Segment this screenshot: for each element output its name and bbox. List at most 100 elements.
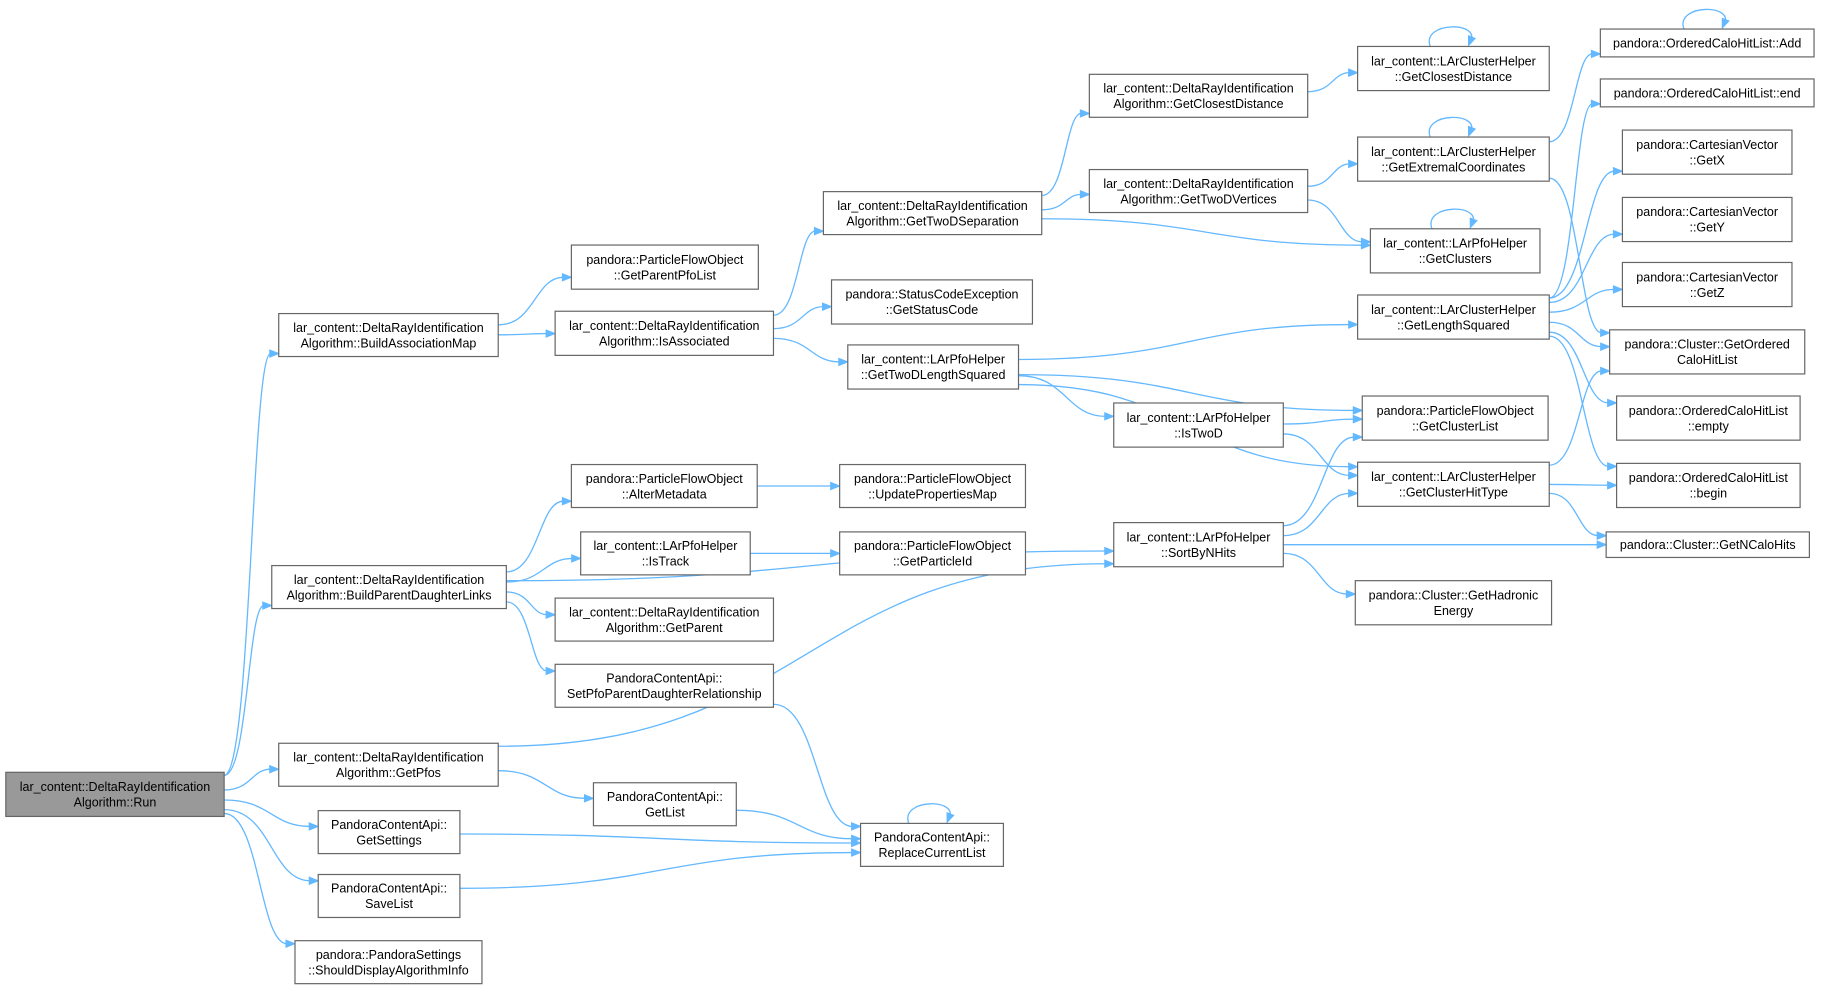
node-clusterNCalo[interactable]: pandora::Cluster::GetNCaloHits xyxy=(1605,531,1810,559)
node-pfoGetClusterList[interactable]: pandora::ParticleFlowObject::GetClusterL… xyxy=(1361,395,1549,441)
edge-buildAssoc-to-isAssociated xyxy=(498,329,557,338)
node-box xyxy=(554,597,775,642)
edge-chLenSq-to-cvGetY xyxy=(1549,229,1624,304)
node-label: pandora::OrderedCaloHitList::Add xyxy=(1613,36,1801,50)
node-chHitType[interactable]: lar_content::LArClusterHelper::GetCluste… xyxy=(1357,461,1550,507)
node-chLenSq[interactable]: lar_content::LArClusterHelper::GetLength… xyxy=(1357,294,1550,340)
node-box xyxy=(1609,329,1806,375)
node-label: PandoraContentApi:: xyxy=(331,882,447,896)
edge-run-to-saveList xyxy=(224,808,320,886)
node-label: pandora::Cluster::GetOrdered xyxy=(1625,338,1790,352)
node-box xyxy=(580,531,751,576)
node-label: pandora::CartesianVector xyxy=(1636,270,1778,284)
edge-getTwoDSep-to-algGetTwoDVert xyxy=(1041,190,1091,211)
node-label: ::GetLengthSquared xyxy=(1397,318,1510,332)
node-alterMetadata[interactable]: pandora::ParticleFlowObject::AlterMetada… xyxy=(570,463,758,509)
node-getPfos[interactable]: lar_content::DeltaRayIdentificationAlgor… xyxy=(278,742,499,787)
node-label: lar_content::DeltaRayIdentification xyxy=(1103,177,1293,191)
edge-isTwoD-to-pfoGetClusterList xyxy=(1283,414,1364,425)
node-box xyxy=(1113,402,1284,448)
node-getParticleId[interactable]: pandora::ParticleFlowObject::GetParticle… xyxy=(839,531,1027,576)
node-box xyxy=(278,742,499,787)
node-box xyxy=(554,663,775,708)
edge-ochlAdd-to-ochlAdd xyxy=(1682,8,1730,30)
node-box xyxy=(1599,28,1815,58)
edge-sortByNHits-to-pfoGetClusterList xyxy=(1283,432,1364,527)
node-ochlEmpty[interactable]: pandora::OrderedCaloHitList::empty xyxy=(1616,395,1801,441)
node-label: GetSettings xyxy=(356,833,421,847)
node-run[interactable]: lar_content::DeltaRayIdentificationAlgor… xyxy=(5,771,225,818)
node-getTwoDSep[interactable]: lar_content::DeltaRayIdentificationAlgor… xyxy=(822,191,1043,236)
node-label: Algorithm::GetTwoDVertices xyxy=(1120,192,1276,206)
edge-getTwoDLenSq-to-pfoGetClusterList xyxy=(1018,374,1364,415)
node-getSettings[interactable]: PandoraContentApi::GetSettings xyxy=(317,810,461,855)
node-label: pandora::OrderedCaloHitList xyxy=(1629,471,1789,485)
node-getTwoDLenSq[interactable]: lar_content::LArPfoHelper::GetTwoDLength… xyxy=(847,344,1020,390)
node-label: Algorithm::IsAssociated xyxy=(599,335,730,349)
node-box xyxy=(1361,395,1549,441)
node-isTwoD[interactable]: lar_content::LArPfoHelper::IsTwoD xyxy=(1113,402,1284,448)
node-pfoGetClusters[interactable]: lar_content::LArPfoHelper::GetClusters xyxy=(1369,228,1541,274)
node-isTrack[interactable]: lar_content::LArPfoHelper::IsTrack xyxy=(580,531,751,576)
node-sortByNHits[interactable]: lar_content::LArPfoHelper::SortByNHits xyxy=(1113,522,1284,568)
node-chExtremal[interactable]: lar_content::LArClusterHelper::GetExtrem… xyxy=(1357,136,1550,182)
node-box xyxy=(830,279,1034,325)
node-box xyxy=(1605,531,1810,559)
node-label: pandora::PandoraSettings xyxy=(316,948,461,962)
node-box xyxy=(554,310,775,356)
node-label: ::GetTwoDLengthSquared xyxy=(861,368,1006,382)
node-ochlEnd[interactable]: pandora::OrderedCaloHitList::end xyxy=(1599,78,1815,108)
node-shouldDisplay[interactable]: pandora::PandoraSettings::ShouldDisplayA… xyxy=(294,940,483,985)
node-label: SetPfoParentDaughterRelationship xyxy=(567,687,762,701)
node-label: Algorithm::BuildParentDaughterLinks xyxy=(287,588,492,602)
edge-alterMetadata-to-updateProps xyxy=(757,481,842,491)
node-cvGetZ[interactable]: pandora::CartesianVector::GetZ xyxy=(1621,261,1793,308)
node-label: ::GetClusters xyxy=(1419,252,1492,266)
node-box xyxy=(1616,462,1801,509)
node-label: lar_content::LArPfoHelper xyxy=(861,353,1005,367)
node-box xyxy=(317,873,461,919)
node-label: lar_content::LArPfoHelper xyxy=(1127,411,1271,425)
node-label: lar_content::DeltaRayIdentification xyxy=(294,573,484,587)
node-label: Algorithm::GetPfos xyxy=(336,766,441,780)
node-label: ::GetStatusCode xyxy=(886,303,978,317)
node-label: GetList xyxy=(645,805,685,819)
node-cvGetX[interactable]: pandora::CartesianVector::GetX xyxy=(1621,129,1793,175)
edge-sortByNHits-to-clusterNCalo xyxy=(1283,540,1608,550)
node-label: lar_content::DeltaRayIdentification xyxy=(293,321,483,335)
node-algGetClosestDist[interactable]: lar_content::DeltaRayIdentificationAlgor… xyxy=(1088,73,1309,118)
node-box xyxy=(271,564,507,610)
edge-getTwoDSep-to-algGetClosestDist xyxy=(1041,109,1091,197)
node-getStatusCode[interactable]: pandora::StatusCodeException::GetStatusC… xyxy=(830,279,1034,325)
node-saveList[interactable]: PandoraContentApi::SaveList xyxy=(317,873,461,919)
node-getParent[interactable]: lar_content::DeltaRayIdentificationAlgor… xyxy=(554,597,775,642)
node-buildAssoc[interactable]: lar_content::DeltaRayIdentificationAlgor… xyxy=(278,312,499,358)
node-label: pandora::ParticleFlowObject xyxy=(854,539,1012,553)
node-replaceCurrent[interactable]: PandoraContentApi::ReplaceCurrentList xyxy=(859,822,1005,867)
edge-buildPD-to-isTrack xyxy=(506,554,583,583)
node-chClosestDist[interactable]: lar_content::LArClusterHelper::GetCloses… xyxy=(1357,45,1550,92)
node-getParentPfoList[interactable]: pandora::ParticleFlowObject::GetParentPf… xyxy=(570,244,759,290)
node-label: ::GetClusterList xyxy=(1412,419,1499,433)
edge-chLenSq-to-ochlEnd xyxy=(1549,99,1602,299)
node-label: lar_content::LArPfoHelper xyxy=(1127,530,1271,544)
node-label: ::UpdatePropertiesMap xyxy=(868,487,997,501)
node-cvGetY[interactable]: pandora::CartesianVector::GetY xyxy=(1621,196,1793,243)
node-ochlAdd[interactable]: pandora::OrderedCaloHitList::Add xyxy=(1599,28,1815,58)
node-label: ::GetY xyxy=(1689,221,1725,235)
node-isAssociated[interactable]: lar_content::DeltaRayIdentificationAlgor… xyxy=(554,310,775,356)
edge-chLenSq-to-ochlEmpty xyxy=(1549,331,1618,408)
node-box xyxy=(847,344,1020,390)
node-buildPD[interactable]: lar_content::DeltaRayIdentificationAlgor… xyxy=(271,564,507,610)
edge-chHitType-to-ochlBegin xyxy=(1549,480,1618,490)
node-label: lar_content::LArClusterHelper xyxy=(1371,54,1536,68)
node-updateProps[interactable]: pandora::ParticleFlowObject::UpdatePrope… xyxy=(839,463,1027,509)
node-box xyxy=(592,782,737,827)
node-setPfoPD[interactable]: PandoraContentApi::SetPfoParentDaughterR… xyxy=(554,663,775,708)
node-ochlBegin[interactable]: pandora::OrderedCaloHitList::begin xyxy=(1616,462,1801,509)
node-algGetTwoDVert[interactable]: lar_content::DeltaRayIdentificationAlgor… xyxy=(1088,168,1309,214)
node-getList[interactable]: PandoraContentApi::GetList xyxy=(592,782,737,827)
